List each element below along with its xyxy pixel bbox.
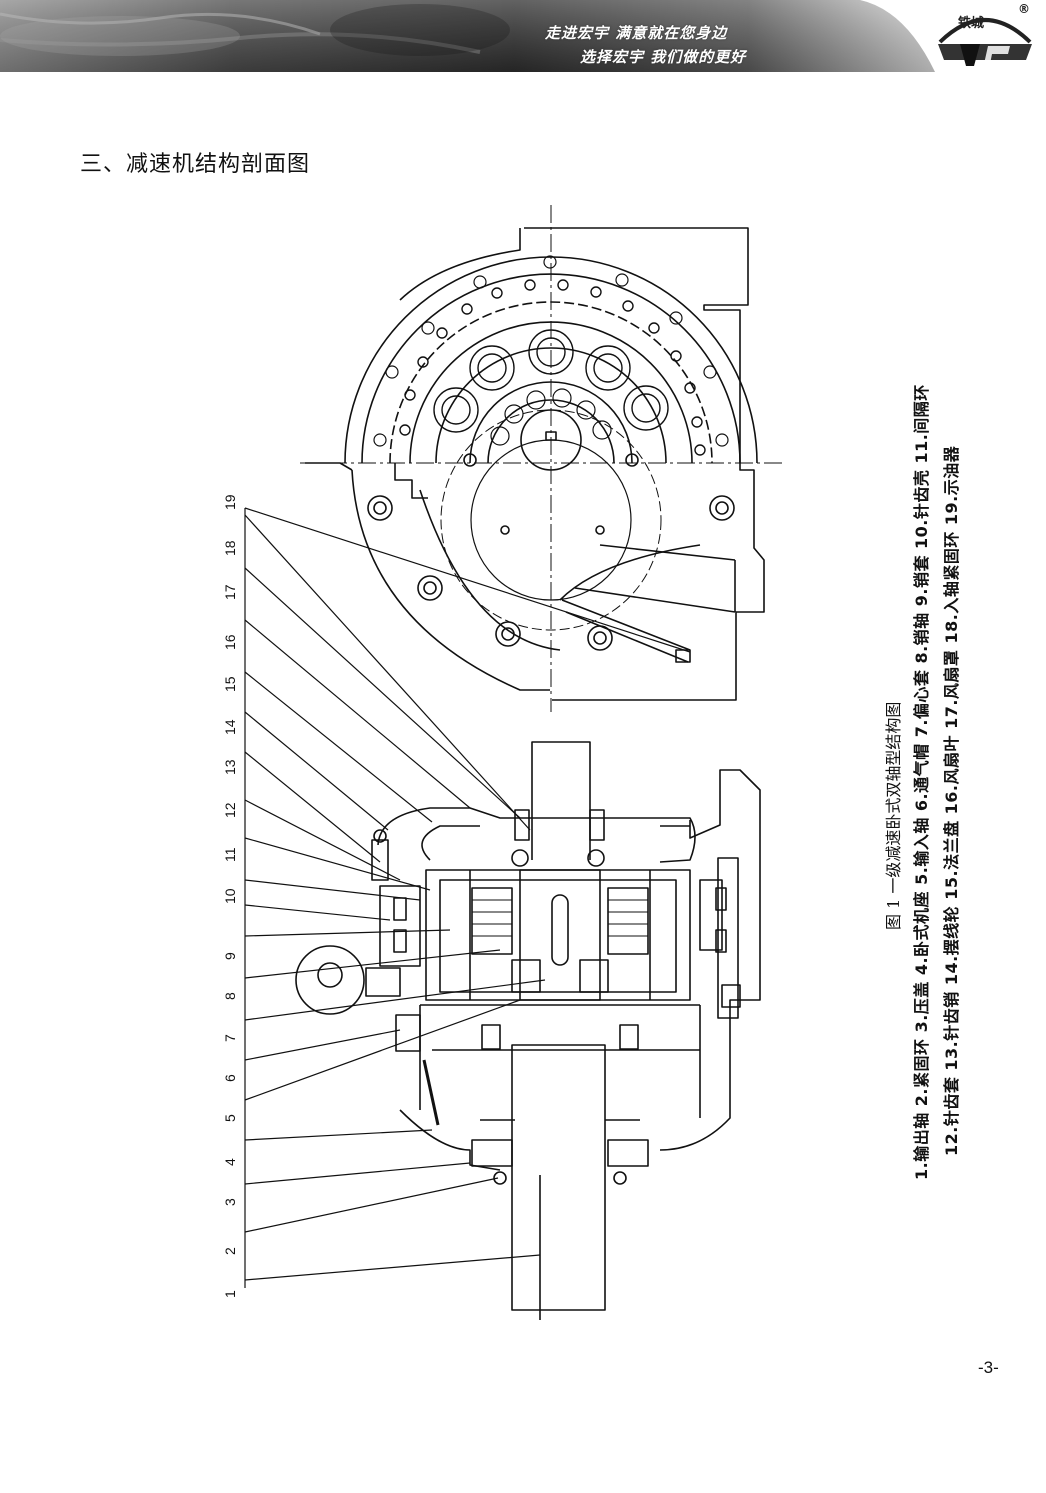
part-number-1: 1 (222, 1290, 238, 1298)
part-number-17: 17 (222, 584, 238, 600)
part-number-5: 5 (222, 1114, 238, 1122)
logo-text: 铁城 (958, 16, 985, 31)
part-number-8: 8 (222, 992, 238, 1000)
side-section-view (244, 507, 761, 1320)
part-number-3: 3 (222, 1198, 238, 1206)
figure-caption: 图 1 一级减速卧式双轴型结构图 (884, 701, 903, 930)
part-number-6: 6 (222, 1074, 238, 1082)
slogan-line-1: 走进宏宇 满意就在您身边 (545, 24, 728, 42)
part-number-13: 13 (222, 759, 238, 775)
section-title: 三、减速机结构剖面图 (80, 152, 311, 177)
logo-emblem-icon (938, 18, 1032, 66)
part-number-18: 18 (222, 540, 238, 556)
part-number-2: 2 (222, 1247, 238, 1255)
parts-legend-line-2: 12.针齿套 13.针齿销 14.摆线轮 15.法兰盘 16.风扇叶 17.风扇… (942, 445, 961, 1156)
registered-mark: ® (1018, 2, 1030, 16)
part-number-4: 4 (222, 1158, 238, 1166)
part-number-11: 11 (222, 847, 238, 862)
part-number-16: 16 (222, 634, 238, 650)
part-number-14: 14 (222, 719, 238, 735)
slogan-line-2: 选择宏宇 我们做的更好 (580, 48, 747, 66)
part-number-19: 19 (222, 494, 238, 510)
end-view (300, 205, 782, 712)
page-number: -3- (978, 1358, 999, 1377)
part-number-12: 12 (222, 802, 238, 818)
company-logo: 铁城 ® (930, 2, 1040, 74)
part-number-10: 10 (222, 888, 238, 904)
part-number-9: 9 (222, 952, 238, 960)
part-number-7: 7 (222, 1034, 238, 1042)
header-banner (0, 0, 935, 72)
part-number-15: 15 (222, 676, 238, 692)
parts-legend-line-1: 1.输出轴 2.紧固环 3.压盖 4.卧式机座 5.输入轴 6.通气帽 7.偏心… (912, 384, 931, 1180)
